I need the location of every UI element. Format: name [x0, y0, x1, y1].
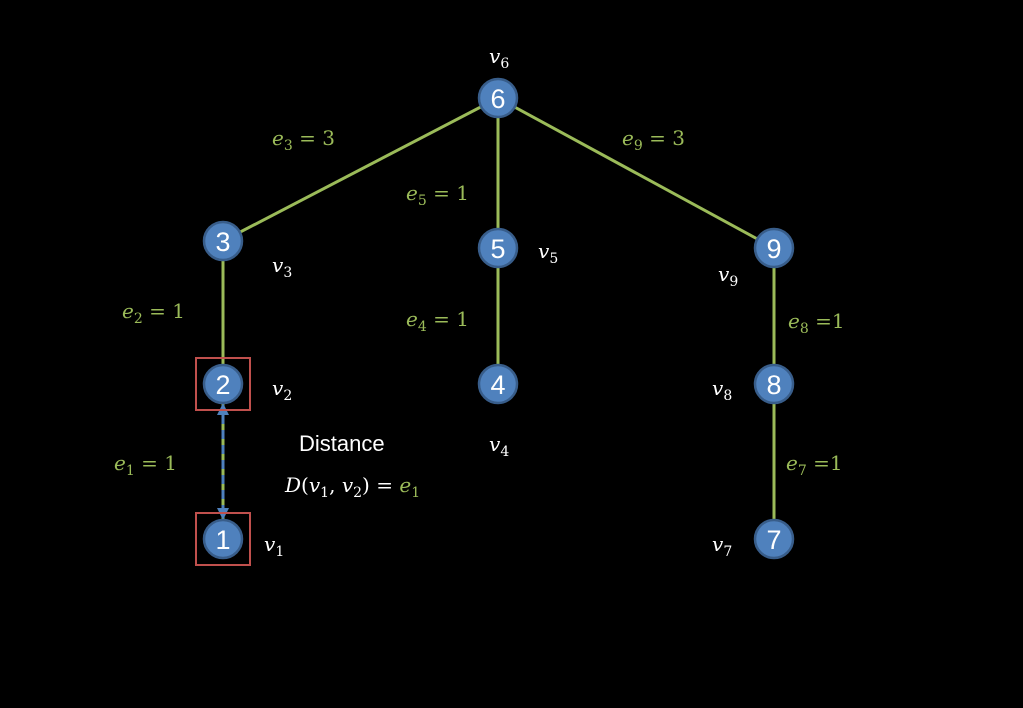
vertex-label-8: v8: [712, 376, 732, 404]
node-circle: [202, 518, 244, 560]
highlight-box-2: [195, 357, 251, 411]
nodes: 1 2 3 4 5 6 7 8 9: [202, 77, 795, 560]
distance-formula: D(v1, v2) = e1: [284, 473, 420, 501]
node-7: 7: [753, 518, 795, 560]
vertex-label-4: v4: [489, 432, 509, 460]
node-circle: [202, 220, 244, 262]
node-circle: [753, 227, 795, 269]
highlight-boxes: [195, 357, 251, 566]
node-8: 8: [753, 363, 795, 405]
edge-e3: [222, 96, 499, 243]
node-1: 1: [202, 518, 244, 560]
edge-labels: e1 = 1 e2 = 1 e3 = 3 e4 = 1 e5 = 1 e7 =1 e8 =1…: [114, 126, 845, 479]
vertex-label-9: v9: [718, 262, 738, 290]
node-2: 2: [202, 363, 244, 405]
distance-fn: D: [284, 473, 301, 497]
node-6: 6: [477, 77, 519, 119]
edges: [221, 96, 776, 539]
node-number: 3: [215, 227, 230, 257]
node-circle: [202, 363, 244, 405]
node-5: 5: [477, 227, 519, 269]
vertex-labels: v1 v2 v3 v4 v5 v6 v7 v8 v9: [264, 44, 738, 560]
vertex-label-5: v5: [538, 239, 558, 267]
node-number: 1: [215, 525, 230, 555]
edge-label-e1: e1 = 1: [114, 451, 177, 479]
distance-result: e: [399, 473, 411, 497]
highlight-box-1: [195, 512, 251, 566]
edge-label-e3: e3 = 3: [272, 126, 335, 154]
edge-label-e7: e7 =1: [786, 451, 843, 479]
vertex-label-2: v2: [272, 376, 292, 404]
edge-label-e8: e8 =1: [788, 309, 845, 337]
node-circle: [753, 518, 795, 560]
node-number: 9: [766, 234, 781, 264]
node-circle: [753, 363, 795, 405]
edge-label-e2: e2 = 1: [122, 299, 185, 327]
node-9: 9: [753, 227, 795, 269]
node-4: 4: [477, 363, 519, 405]
node-number: 4: [490, 370, 505, 400]
distance-title: Distance: [299, 431, 385, 456]
vertex-label-1: v1: [264, 532, 284, 560]
node-number: 6: [490, 84, 505, 114]
vertex-label-3: v3: [272, 253, 292, 281]
edge-label-e9: e9 = 3: [622, 126, 685, 154]
edge-label-e4: e4 = 1: [406, 307, 469, 335]
vertex-label-7: v7: [712, 532, 732, 560]
node-number: 7: [766, 525, 781, 555]
edge-e9: [497, 96, 775, 250]
node-number: 8: [766, 370, 781, 400]
node-circle: [477, 363, 519, 405]
node-circle: [477, 227, 519, 269]
node-number: 5: [490, 234, 505, 264]
node-circle: [477, 77, 519, 119]
vertex-label-6: v6: [489, 44, 509, 72]
node-number: 2: [215, 370, 230, 400]
distance-annotation: Distance D(v1, v2) = e1: [284, 431, 420, 501]
node-3: 3: [202, 220, 244, 262]
edge-label-e5: e5 = 1: [406, 181, 469, 209]
